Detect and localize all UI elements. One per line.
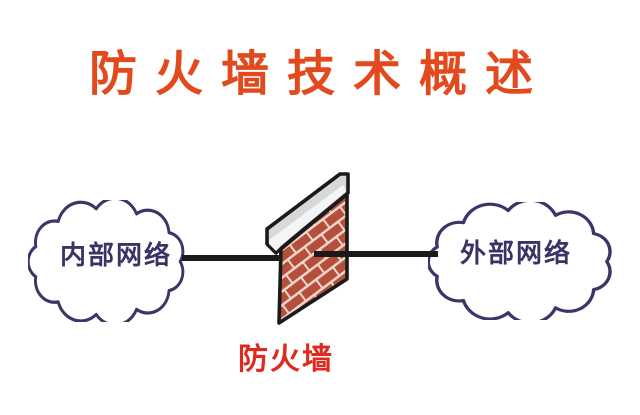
external-network-cloud: 外部网络 — [428, 202, 616, 320]
wall-face-bricks — [279, 194, 347, 323]
firewall-graphic — [256, 166, 368, 336]
external-network-label: 外部网络 — [459, 237, 572, 268]
brick-wall-icon — [265, 172, 350, 325]
firewall-label: 防火墙 — [238, 343, 334, 376]
page-title: 防火墙技术概述 — [88, 48, 551, 101]
internal-network-label: 内部网络 — [59, 239, 172, 270]
internal-network-cloud: 内部网络 — [28, 200, 188, 322]
cloud-outline — [28, 200, 185, 322]
link-internal-to-firewall — [182, 255, 281, 261]
link-firewall-to-external — [314, 251, 438, 257]
cloud-shape-icon — [28, 200, 185, 322]
wall-cap-lip — [269, 185, 346, 251]
cloud-outline — [428, 202, 612, 320]
cloud-shape-icon — [428, 202, 612, 320]
